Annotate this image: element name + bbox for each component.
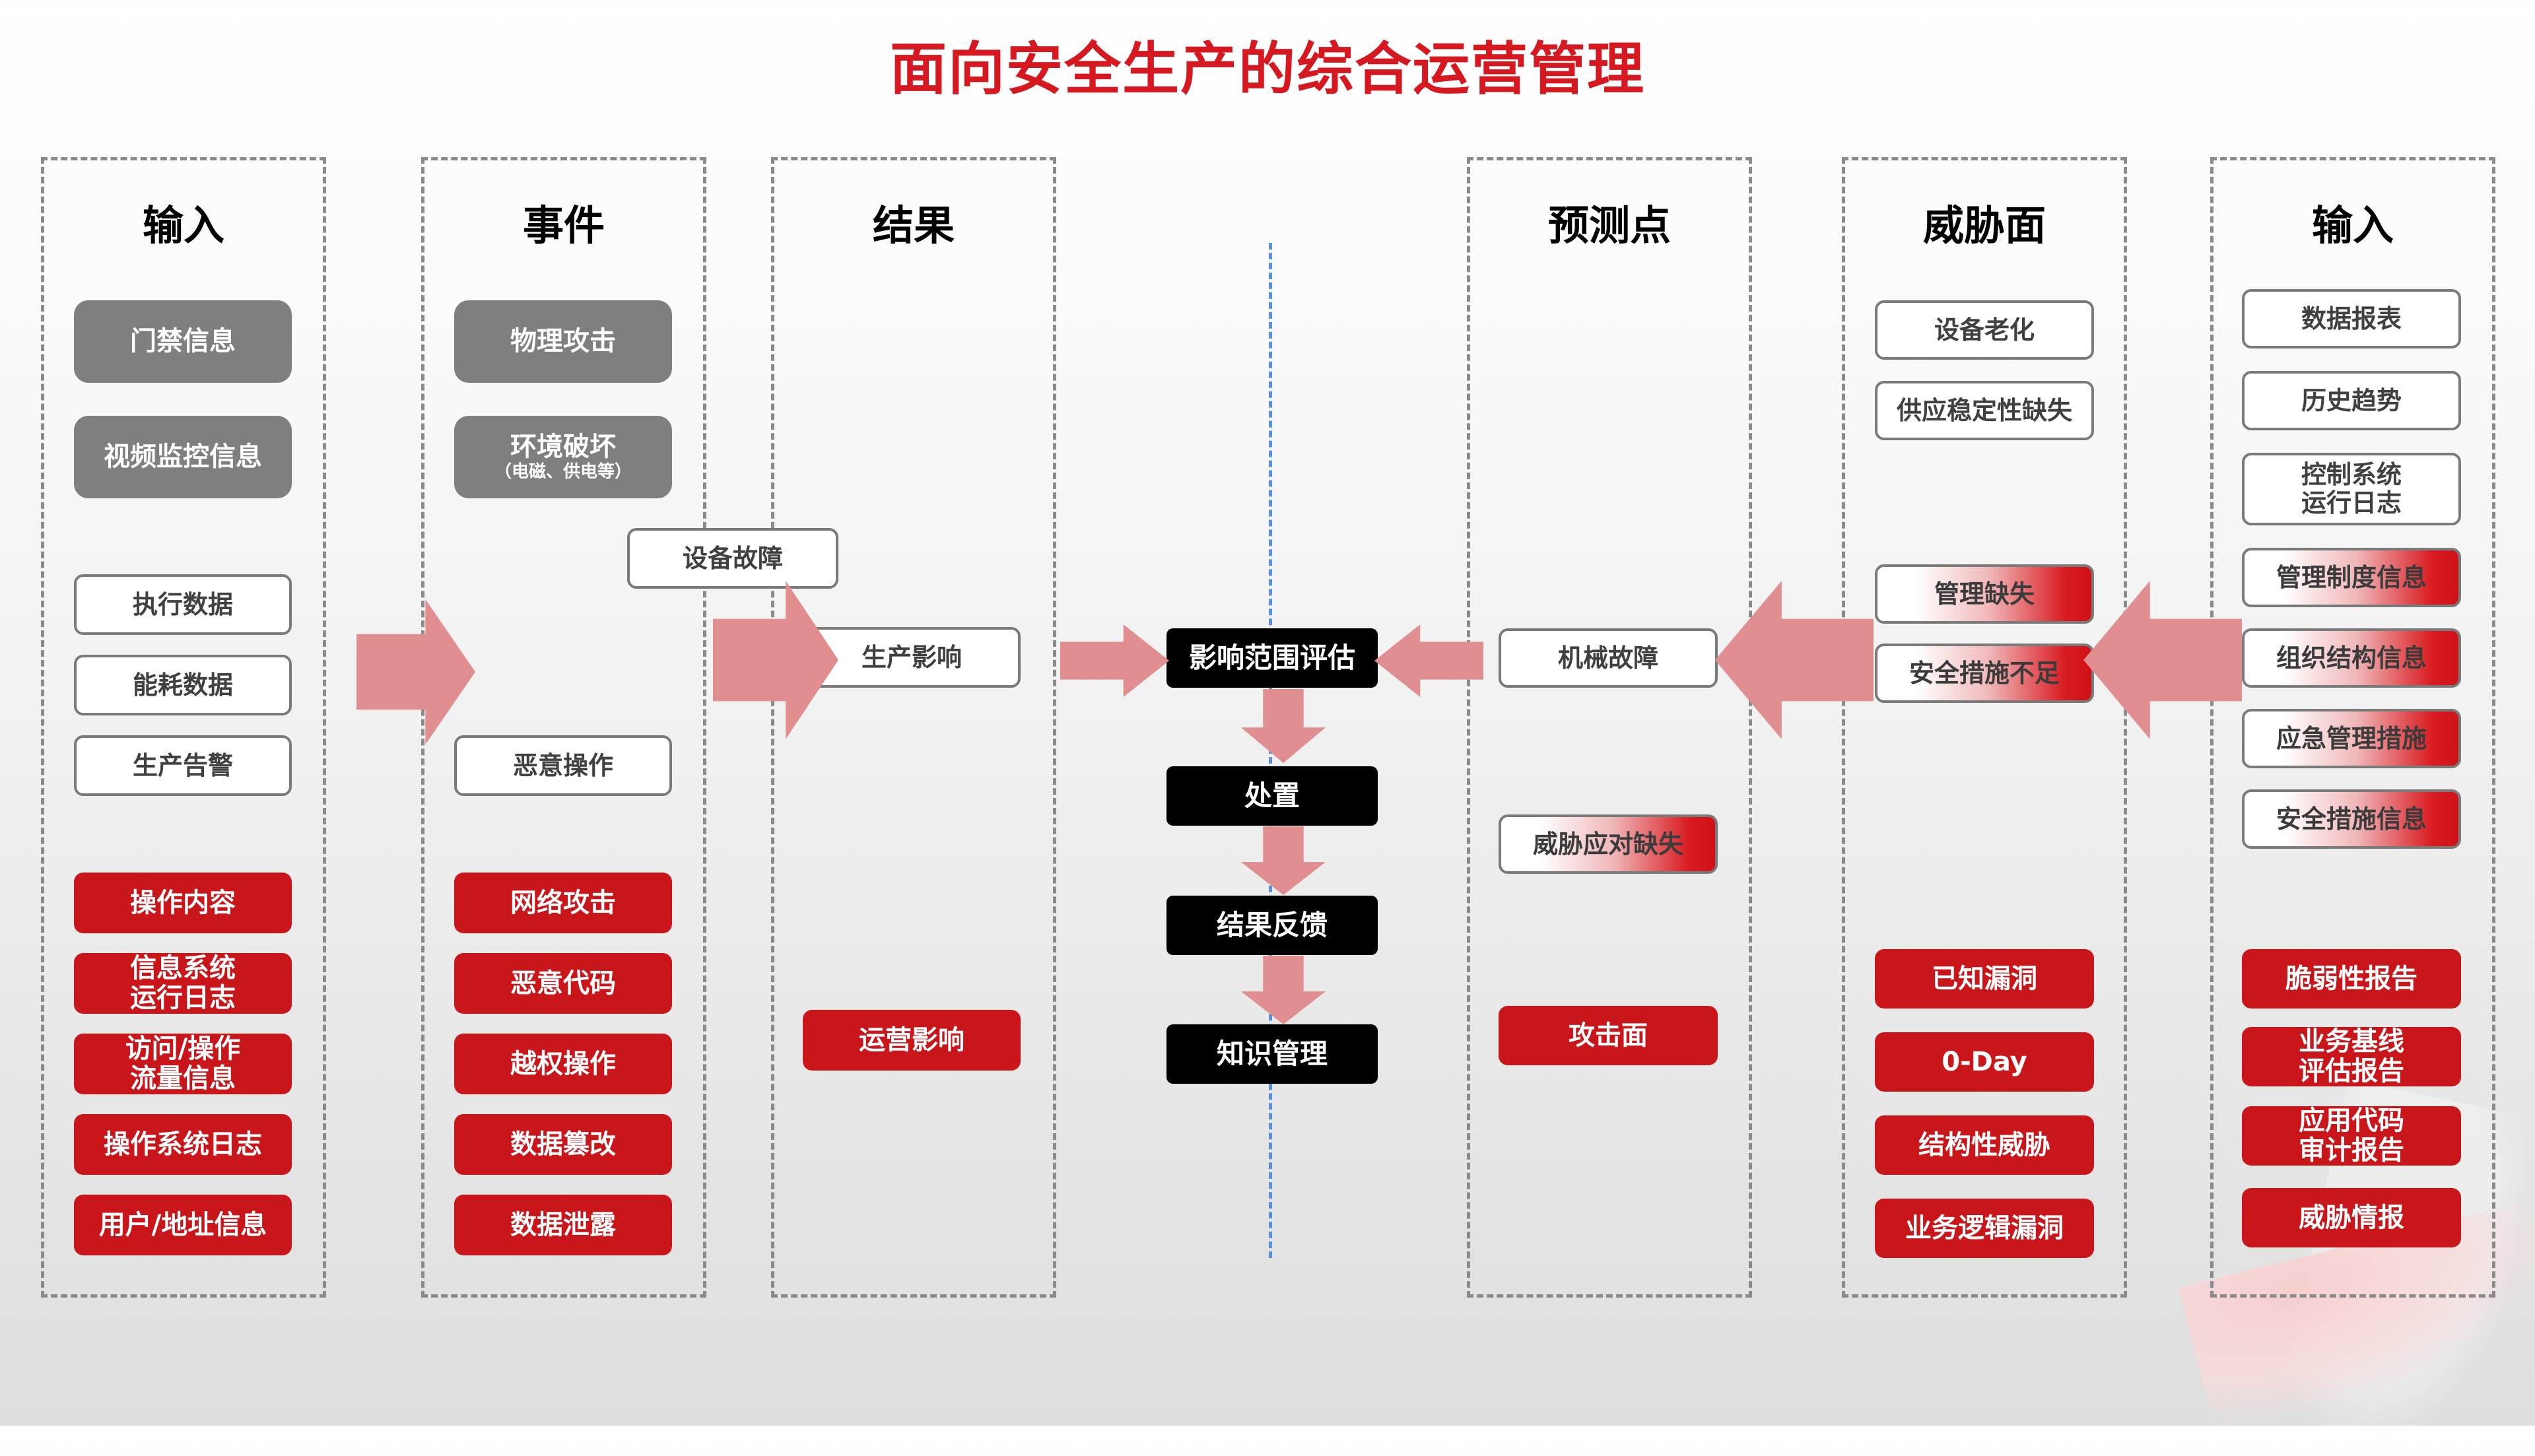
box-wang-luo-gong-ji[interactable]: 网络攻击 [454, 873, 672, 933]
box-ye-wu-luo-ji-lou-dong[interactable]: 业务逻辑漏洞 [1875, 1199, 2094, 1258]
arrow-results-to-assessment [1060, 624, 1169, 697]
box-shu-ju-cuan-gai[interactable]: 数据篡改 [454, 1114, 672, 1175]
column-title-input-left: 输入 [142, 201, 224, 249]
column-results: 结果 [771, 157, 1056, 1298]
box-huan-jing-po-huai[interactable]: 环境破坏 （电磁、供电等） [454, 416, 672, 498]
box-neng-hao-shu-ju[interactable]: 能耗数据 [74, 655, 292, 715]
column-title-results: 结果 [872, 201, 955, 249]
box-ying-ji-guan-li-cuo-shi[interactable]: 应急管理措施 [2242, 709, 2461, 768]
box-fang-wen-cao-zuo-liu-liang-xin-xi[interactable]: 访问/操作 流量信息 [74, 1034, 292, 1094]
column-threat-surface: 威胁面 [1842, 157, 2127, 1298]
box-she-bei-lao-hua[interactable]: 设备老化 [1875, 300, 2094, 360]
column-input-left: 输入 [41, 157, 326, 1298]
box-gong-ying-wen-ding-xing-que-shi[interactable]: 供应稳定性缺失 [1875, 381, 2094, 440]
box-yong-hu-di-zhi-xin-xi[interactable]: 用户/地址信息 [74, 1195, 292, 1255]
box-xin-xi-xi-tong-yun-xing-ri-zhi[interactable]: 信息系统 运行日志 [74, 953, 292, 1014]
box-ying-yong-dai-ma-shen-ji-bao-gao[interactable]: 应用代码 审计报告 [2242, 1106, 2461, 1166]
arrow-feedback-to-knowledge [1241, 956, 1326, 1024]
box-zu-zhi-jie-gou-xin-xi[interactable]: 组织结构信息 [2242, 628, 2461, 688]
box-chu-zhi[interactable]: 处置 [1166, 766, 1378, 826]
box-ying-xiang-fan-wei-ping-gu[interactable]: 影响范围评估 [1166, 628, 1378, 688]
column-events: 事件 [421, 157, 706, 1298]
box-huan-jing-po-huai-label: 环境破坏 [510, 431, 616, 462]
box-yue-quan-cao-zuo[interactable]: 越权操作 [454, 1034, 672, 1094]
box-wei-xie-qing-bao[interactable]: 威胁情报 [2242, 1188, 2461, 1247]
box-jie-guo-fan-kui[interactable]: 结果反馈 [1166, 896, 1378, 955]
box-kong-zhi-xi-tong-yun-xing-ri-zhi[interactable]: 控制系统 运行日志 [2242, 453, 2461, 525]
box-ji-xie-gu-zhang[interactable]: 机械故障 [1499, 628, 1718, 688]
box-cui-ruo-xing-bao-gao[interactable]: 脆弱性报告 [2242, 949, 2461, 1009]
box-zhi-shi-guan-li[interactable]: 知识管理 [1166, 1024, 1378, 1084]
column-title-prediction-points: 预测点 [1547, 201, 1671, 249]
column-input-right: 输入 [2210, 157, 2495, 1298]
box-yun-ying-ying-xiang[interactable]: 运营影响 [803, 1010, 1021, 1071]
box-cao-zuo-nei-rong[interactable]: 操作内容 [74, 873, 292, 933]
box-e-yi-cao-zuo[interactable]: 恶意操作 [454, 735, 672, 796]
box-yi-zhi-lou-dong[interactable]: 已知漏洞 [1875, 949, 2094, 1009]
box-ye-wu-ji-xian-ping-gu-bao-gao[interactable]: 业务基线 评估报告 [2242, 1027, 2461, 1086]
box-an-quan-cuo-shi-xin-xi[interactable]: 安全措施信息 [2242, 789, 2461, 849]
box-shu-ju-bao-biao[interactable]: 数据报表 [2242, 289, 2461, 348]
box-shu-ju-xie-lou[interactable]: 数据泄露 [454, 1195, 672, 1255]
page-title: 面向安全生产的综合运营管理 [890, 36, 1645, 102]
column-title-events: 事件 [522, 201, 605, 249]
box-zhi-xing-shu-ju[interactable]: 执行数据 [74, 574, 292, 635]
box-guan-li-que-shi[interactable]: 管理缺失 [1875, 564, 2094, 624]
box-jie-gou-xing-wei-xie[interactable]: 结构性威胁 [1875, 1115, 2094, 1175]
box-cao-zuo-xi-tong-ri-zhi[interactable]: 操作系统日志 [74, 1114, 292, 1175]
box-sheng-chan-ying-xiang[interactable]: 生产影响 [803, 627, 1021, 688]
column-title-input-right: 输入 [2311, 201, 2394, 249]
box-sheng-chan-gao-jing[interactable]: 生产告警 [74, 735, 292, 796]
box-li-shi-qu-shi[interactable]: 历史趋势 [2242, 371, 2461, 430]
box-huan-jing-po-huai-sub: （电磁、供电等） [494, 462, 632, 482]
column-title-threat-surface: 威胁面 [1922, 201, 2046, 249]
box-gong-ji-mian[interactable]: 攻击面 [1499, 1006, 1718, 1065]
box-guan-li-zhi-du-xin-xi[interactable]: 管理制度信息 [2242, 548, 2461, 607]
box-men-jin-xin-xi[interactable]: 门禁信息 [74, 300, 292, 383]
box-an-quan-cuo-shi-bu-zu[interactable]: 安全措施不足 [1875, 644, 2094, 703]
box-e-yi-dai-ma[interactable]: 恶意代码 [454, 953, 672, 1014]
box-0-day[interactable]: 0-Day [1875, 1032, 2094, 1092]
box-wei-xie-ying-dui-que-shi[interactable]: 威胁应对缺失 [1499, 814, 1718, 874]
arrow-assessment-to-disposal [1241, 689, 1326, 763]
arrow-disposal-to-feedback [1241, 826, 1326, 895]
box-shi-pin-jian-kong-xin-xi[interactable]: 视频监控信息 [74, 416, 292, 498]
box-she-bei-gu-zhang[interactable]: 设备故障 [627, 528, 838, 589]
box-wu-li-gong-ji[interactable]: 物理攻击 [454, 300, 672, 383]
column-prediction-points: 预测点 [1467, 157, 1752, 1298]
